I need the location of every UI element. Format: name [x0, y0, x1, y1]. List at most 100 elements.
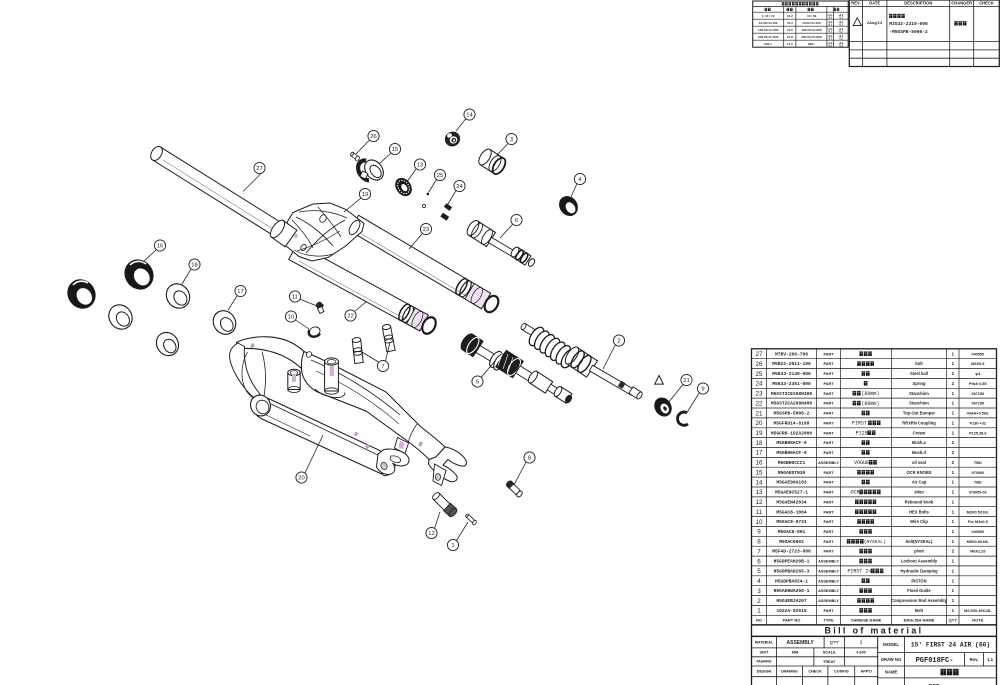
svg-text:CHANGER: CHANGER — [951, 1, 972, 6]
svg-text:H5GAEBWA250-1: H5GAEBWA250-1 — [774, 588, 810, 594]
svg-text:5: 5 — [757, 568, 761, 575]
svg-text:24: 24 — [456, 184, 463, 190]
svg-text:Spring: Spring — [913, 381, 926, 386]
svg-text:P130 +32: P130 +32 — [970, 421, 986, 425]
svg-text:PART: PART — [823, 431, 834, 435]
svg-text:1: 1 — [952, 480, 955, 485]
svg-text:1: 1 — [952, 351, 955, 356]
svg-text:±0.5: ±0.5 — [787, 28, 793, 32]
svg-text:TREAT: TREAT — [823, 660, 836, 664]
svg-text:-0.1: -0.1 — [828, 17, 833, 20]
svg-text:1: 1 — [952, 539, 955, 544]
svg-text:-0.1: -0.1 — [828, 31, 833, 34]
svg-text:PART: PART — [823, 451, 834, 455]
svg-text:(NYSEAL): (NYSEAL) — [864, 539, 886, 545]
svg-text:1: 1 — [952, 598, 955, 603]
svg-text:M5GAE9OA103: M5GAE9OA103 — [776, 480, 807, 486]
svg-text:PART: PART — [823, 520, 834, 524]
svg-text:Bush.a: Bush.a — [912, 440, 926, 445]
svg-text:oil seal: oil seal — [912, 460, 926, 465]
svg-text:M5GAC8-1004: M5GAC8-1004 — [776, 509, 807, 515]
svg-text:M5GBH0CCC1: M5GBH0CCC1 — [778, 460, 806, 466]
svg-text:TYPE: TYPE — [823, 618, 834, 623]
svg-text:630<: 630< — [808, 42, 815, 46]
svg-text:PART: PART — [823, 510, 834, 514]
svg-text:CHINESE NAME: CHINESE NAME — [851, 618, 882, 623]
svg-text:25: 25 — [755, 371, 763, 378]
svg-text:5: 5 — [476, 380, 479, 386]
svg-text:DESCRIPTION: DESCRIPTION — [904, 1, 932, 6]
svg-text:ENGLISH NAME: ENGLISH NAME — [904, 618, 935, 623]
svg-text:(80mm): (80mm) — [861, 401, 879, 407]
svg-text:±0.2: ±0.2 — [787, 14, 793, 18]
svg-text:DRAWING: DRAWING — [781, 670, 798, 674]
svg-text:073059-01: 073059-01 — [969, 491, 987, 495]
svg-text:1: 1 — [952, 608, 955, 613]
svg-text:Crown: Crown — [913, 430, 926, 435]
svg-text:M5X0.8X15L: M5X0.8X15L — [967, 540, 990, 544]
svg-text:22: 22 — [755, 400, 763, 407]
svg-text:M5GST2CE268H300: M5GST2CE268H300 — [771, 391, 813, 397]
svg-text:CHECK: CHECK — [979, 1, 994, 6]
svg-text:7: 7 — [757, 548, 761, 555]
svg-text:+0.1: +0.1 — [828, 14, 834, 17]
svg-text:1: 1 — [952, 470, 955, 475]
svg-text:M3X0.5: M3X0.5 — [971, 362, 984, 366]
svg-text:20: 20 — [755, 420, 763, 427]
svg-text:6: 6 — [757, 558, 761, 565]
svg-text:PART: PART — [823, 540, 834, 544]
svg-text:1: 1 — [952, 391, 955, 396]
svg-text:4: 4 — [757, 578, 761, 585]
svg-text:1: 1 — [952, 361, 955, 366]
svg-text:23: 23 — [423, 227, 429, 233]
svg-text:PART: PART — [823, 362, 834, 366]
svg-text:2: 2 — [952, 549, 955, 554]
svg-text:040550: 040550 — [971, 352, 984, 356]
svg-text:+0.1: +0.1 — [828, 35, 834, 38]
svg-text:19: 19 — [755, 430, 763, 437]
svg-text:SCALE: SCALE — [823, 651, 836, 655]
svg-text:Rev.: Rev. — [970, 657, 979, 662]
svg-text:TBD: TBD — [974, 481, 982, 485]
svg-text:M5GCRD-1D2A2000: M5GCRD-1D2A2000 — [771, 430, 813, 436]
svg-text:9: 9 — [757, 529, 761, 536]
svg-text:MM: MM — [792, 651, 798, 655]
svg-text:-0.2: -0.2 — [839, 31, 844, 34]
svg-text:17: 17 — [755, 450, 763, 457]
svg-text:2: 2 — [617, 339, 620, 345]
svg-text:7: 7 — [381, 364, 384, 370]
svg-text:PART: PART — [823, 352, 834, 356]
svg-text:P125,38.6: P125,38.6 — [969, 431, 986, 435]
svg-text:12: 12 — [755, 499, 763, 506]
svg-text:DATE: DATE — [869, 1, 880, 6]
svg-text:M5K43-2351-000: M5K43-2351-000 — [772, 381, 811, 387]
svg-text:1: 1 — [952, 499, 955, 504]
svg-text:Stanchion: Stanchion — [909, 391, 929, 396]
svg-text:PART: PART — [823, 402, 834, 406]
svg-text:APP'D: APP'D — [860, 670, 872, 674]
svg-text:M5GAE9C527-1: M5GAE9C527-1 — [775, 490, 808, 496]
svg-text:-0.2: -0.2 — [839, 24, 844, 27]
svg-text:15: 15 — [755, 470, 763, 477]
svg-text:DRAW NO: DRAW NO — [881, 657, 902, 662]
svg-text:18: 18 — [191, 263, 197, 269]
svg-text:040960: 040960 — [971, 530, 984, 534]
svg-text:H5GDPEAH20B-1: H5GDPEAH20B-1 — [774, 559, 810, 565]
svg-text:PART NO: PART NO — [783, 618, 801, 623]
svg-text:Rebound knob: Rebound knob — [905, 499, 934, 504]
svg-text:8: 8 — [757, 539, 761, 546]
svg-text:2: 2 — [757, 598, 761, 605]
svg-text:2Aug'14: 2Aug'14 — [867, 20, 883, 25]
svg-text:PART: PART — [823, 372, 834, 376]
svg-text:1: 1 — [952, 401, 955, 406]
svg-text:Steel ball: Steel ball — [910, 371, 928, 376]
svg-text:M5GST2CA268H400: M5GST2CA268H400 — [771, 401, 813, 407]
svg-text:H5GDPBAD265-3: H5GDPBAD265-3 — [774, 569, 810, 575]
svg-text:HEX Bolts: HEX Bolts — [909, 509, 930, 514]
svg-text:1: 1 — [952, 420, 955, 425]
svg-text:1 <X< 10: 1 <X< 10 — [762, 14, 775, 18]
svg-text:21: 21 — [755, 410, 763, 417]
svg-text:250.00<X<630: 250.00<X<630 — [758, 35, 779, 39]
svg-text:2: 2 — [952, 460, 955, 465]
svg-text:PISTON: PISTON — [911, 578, 926, 583]
